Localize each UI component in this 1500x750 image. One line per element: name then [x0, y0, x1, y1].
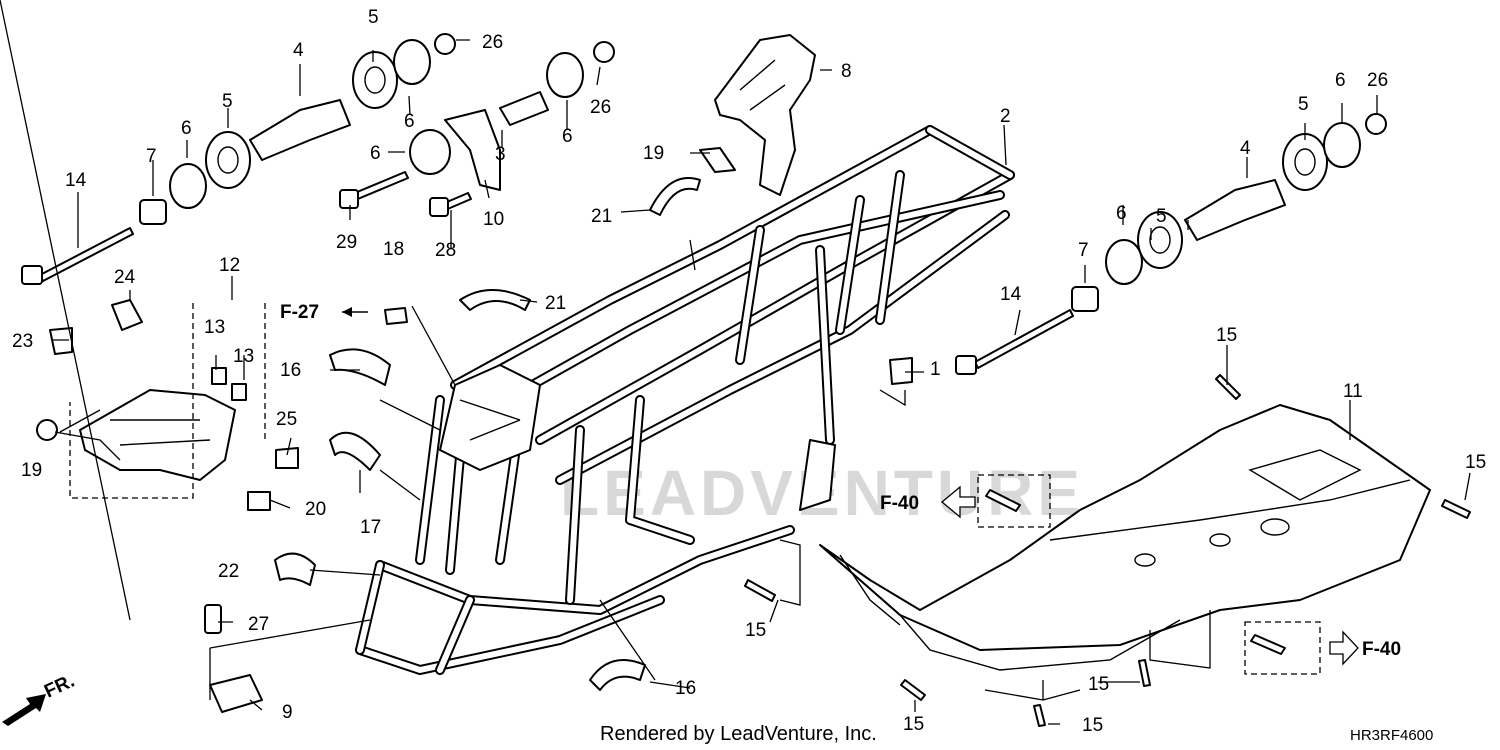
callout-25: 25	[276, 409, 297, 430]
callout-16-b: 16	[675, 678, 696, 699]
callout-11: 11	[1343, 381, 1363, 402]
leader-lines	[0, 0, 1471, 725]
callout-6-c: 6	[370, 143, 381, 164]
bolt-14-left	[21, 227, 134, 285]
callout-20: 20	[305, 499, 326, 520]
diagram-code: HR3RF4600	[1350, 727, 1433, 744]
ref-f27: F-27	[280, 302, 319, 323]
front-label: FR.	[41, 671, 78, 703]
reference-arrow-icon	[1329, 630, 1359, 666]
callout-6-e: 6	[1335, 70, 1346, 91]
callout-22: 22	[218, 561, 239, 582]
footer-credit: Rendered by LeadVenture, Inc.	[600, 723, 877, 745]
ref-boxes	[69, 303, 1321, 675]
callout-7-b: 7	[1078, 240, 1089, 261]
clamp-bands	[329, 177, 701, 691]
callout-10: 10	[483, 209, 504, 230]
callout-12: 12	[219, 255, 240, 276]
callout-15-c: 15	[745, 620, 766, 641]
callout-19-a: 19	[643, 143, 664, 164]
callout-29: 29	[336, 232, 357, 253]
callout-6-b: 6	[404, 111, 415, 132]
callout-26-c: 26	[1367, 70, 1388, 91]
callout-3: 3	[495, 144, 506, 165]
bushing-group-left	[139, 33, 456, 225]
guard-plate-12	[79, 367, 247, 481]
bolt-14-right	[955, 309, 1074, 375]
callout-2: 2	[1000, 106, 1011, 127]
callout-15-d: 15	[1088, 674, 1109, 695]
bracket-8	[714, 34, 816, 196]
callout-7-a: 7	[146, 146, 157, 167]
callout-labels: 1 2 3 4 4 5 5 5 5 6 6 6 6 6 6 7 7 8 9 10…	[12, 7, 1486, 736]
callout-5-c: 5	[1298, 94, 1309, 115]
callout-26-b: 26	[590, 97, 611, 118]
callout-4-right: 4	[1240, 138, 1251, 159]
callout-13-a: 13	[204, 317, 225, 338]
callout-6-a: 6	[181, 118, 192, 139]
ref-f40-left: F-40	[880, 493, 919, 514]
callout-15-b: 15	[1465, 452, 1486, 473]
callout-28: 28	[435, 240, 456, 261]
reference-arrow-icon	[342, 307, 352, 317]
callout-24: 24	[114, 267, 136, 288]
callout-17: 17	[360, 517, 381, 538]
callout-15-f: 15	[1082, 715, 1103, 736]
callout-5-a: 5	[368, 7, 379, 28]
reference-arrow-icon	[940, 485, 976, 519]
callout-23: 23	[12, 331, 33, 352]
callout-21-a: 21	[591, 206, 612, 227]
callout-13-b: 13	[233, 346, 254, 367]
callout-15-e: 15	[903, 714, 924, 735]
skid-plate	[819, 404, 1431, 671]
callout-14-left: 14	[65, 170, 87, 191]
callout-9: 9	[282, 702, 293, 723]
ref-f40-right: F-40	[1362, 639, 1401, 660]
callout-8: 8	[841, 61, 852, 82]
bushing-group-right	[1071, 113, 1387, 312]
bolts-15	[744, 374, 1471, 727]
clips	[36, 147, 913, 713]
callout-21-b: 21	[545, 293, 566, 314]
callout-6-f: 6	[1116, 203, 1127, 224]
bushing-group-mid	[339, 41, 615, 217]
callout-26-a: 26	[482, 32, 503, 53]
callout-15-a: 15	[1216, 325, 1237, 346]
callout-5-d: 5	[1156, 206, 1167, 227]
callout-4-left: 4	[293, 40, 304, 61]
callout-1: 1	[930, 359, 941, 380]
callout-14-right: 14	[1000, 284, 1022, 305]
reference-labels: F-27 F-40 F-40 FR.	[2, 302, 1401, 726]
callout-5-b: 5	[222, 91, 233, 112]
callout-16-a: 16	[280, 360, 301, 381]
callout-6-d: 6	[562, 126, 573, 147]
callout-27: 27	[248, 614, 269, 635]
front-arrow-icon: FR.	[2, 671, 78, 726]
frame-body	[355, 125, 1015, 675]
callout-18: 18	[383, 239, 404, 260]
callout-19-b: 19	[21, 460, 42, 481]
